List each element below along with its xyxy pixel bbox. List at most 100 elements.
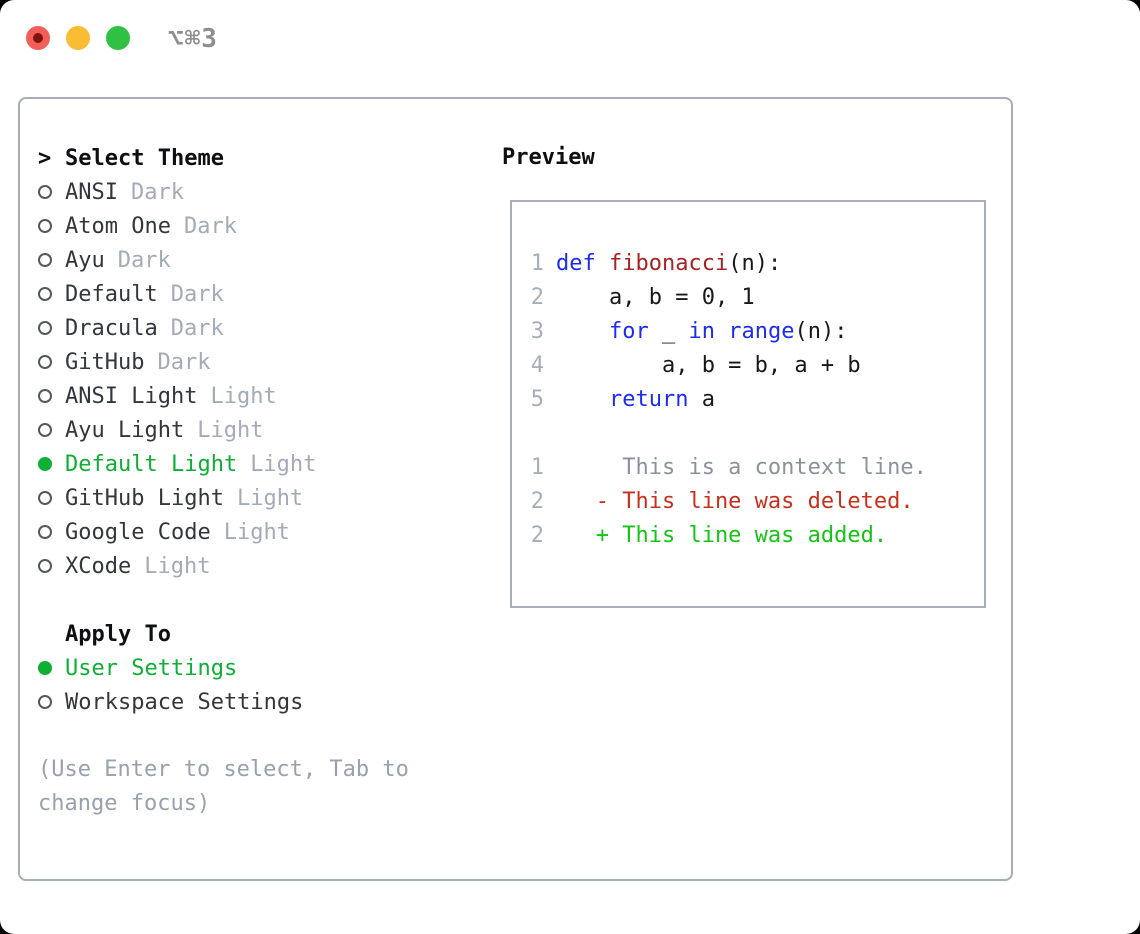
code-line: 2 a, b = 0, 1: [520, 280, 984, 314]
marker-cell: [38, 355, 65, 369]
code-segment: fibonacci: [608, 250, 729, 276]
minimize-button[interactable]: [66, 26, 90, 50]
close-button[interactable]: [26, 26, 50, 50]
marker-cell: [38, 559, 65, 573]
code-segment: a: [688, 386, 715, 412]
variant-tag: Light: [236, 485, 304, 511]
marker-cell: [38, 185, 65, 199]
code-segment: for: [608, 318, 649, 344]
radio-icon: [38, 525, 52, 539]
line-content: a, b = 0, 1: [556, 285, 755, 310]
code-segment: - This line was deleted.: [556, 488, 914, 514]
code-segment: return: [608, 386, 689, 412]
theme-name: ANSI Light: [65, 383, 198, 409]
line-number: 3: [530, 318, 544, 344]
line-content: def fibonacci(n):: [556, 251, 781, 276]
marker-cell: [38, 491, 65, 505]
radio-selected-icon: [38, 661, 52, 675]
code-line: 1 This is a context line.: [520, 450, 984, 484]
code-segment: This is a context line.: [556, 454, 927, 480]
theme-name: Default: [65, 281, 158, 307]
radio-icon: [38, 423, 52, 437]
variant-tag: Light: [250, 451, 317, 477]
theme-name: Default Light: [65, 451, 238, 477]
caret-icon: >: [38, 145, 52, 171]
hint-text: (Use Enter to select, Tab to change focu…: [38, 757, 409, 816]
variant-tag: Light: [144, 553, 211, 579]
theme-option[interactable]: GitHub Light Light: [38, 481, 482, 515]
marker-cell: [38, 253, 65, 267]
marker-cell: [38, 695, 65, 709]
variant-tag: Light: [210, 383, 277, 409]
apply-target-name: Workspace Settings: [65, 689, 304, 715]
marker-cell: [38, 525, 65, 539]
marker-cell: [38, 321, 65, 335]
line-content: a, b = b, a + b: [556, 353, 861, 378]
line-content: - This line was deleted.: [556, 489, 914, 514]
line-number: 2: [530, 522, 544, 548]
code-line: 2 + This line was added.: [520, 518, 984, 552]
zoom-button[interactable]: [106, 26, 130, 50]
marker-cell: [38, 287, 65, 301]
radio-icon: [38, 389, 52, 403]
theme-option[interactable]: XCode Light: [38, 549, 482, 583]
variant-tag: Dark: [170, 281, 224, 307]
spacer: [38, 583, 482, 617]
line-content: for _ in range(n):: [556, 319, 847, 344]
apply-to-header: Apply To: [38, 617, 482, 651]
theme-option[interactable]: Default Dark: [38, 277, 482, 311]
marker-cell: [38, 457, 65, 471]
marker-cell: [38, 423, 65, 437]
code-segment: a, b = b, a + b: [556, 352, 861, 378]
code-segment: (n):: [794, 318, 848, 344]
code-line: 1 def fibonacci(n):: [520, 246, 984, 280]
radio-icon: [38, 559, 52, 573]
line-number: 1: [530, 250, 544, 276]
theme-option[interactable]: ANSI Light Light: [38, 379, 482, 413]
variant-tag: Light: [197, 417, 264, 443]
theme-option[interactable]: Default Light Light: [38, 447, 482, 481]
code-segment: a, b = 0, 1: [556, 284, 755, 310]
theme-name: GitHub Light: [65, 485, 224, 511]
line-number: 2: [530, 284, 544, 310]
code-segment: def: [556, 250, 609, 276]
line-number: 4: [530, 352, 544, 378]
line-number: 5: [530, 386, 544, 412]
radio-icon: [38, 185, 52, 199]
theme-name: ANSI: [65, 179, 118, 205]
radio-icon: [38, 695, 52, 709]
code-segment: [556, 319, 609, 344]
code-segment: _: [648, 318, 689, 344]
apply-target-option[interactable]: Workspace Settings: [38, 685, 482, 719]
variant-tag: Dark: [183, 213, 237, 239]
code-segment: range: [728, 318, 795, 344]
code-line: [520, 416, 984, 450]
line-content: return a: [556, 387, 715, 412]
apply-target-option[interactable]: User Settings: [38, 651, 482, 685]
radio-selected-icon: [38, 457, 52, 471]
apply-to-label: Apply To: [65, 621, 171, 647]
variant-tag: Dark: [170, 315, 224, 341]
radio-icon: [38, 321, 52, 335]
marker-cell: [38, 389, 65, 403]
apply-target-name: User Settings: [65, 655, 238, 681]
select-theme-label: Select Theme: [65, 145, 224, 171]
code-line: 5 return a: [520, 382, 984, 416]
theme-name: XCode: [65, 553, 132, 579]
code-line: 4 a, b = b, a + b: [520, 348, 984, 382]
radio-icon: [38, 253, 52, 267]
radio-icon: [38, 491, 52, 505]
line-content: + This line was added.: [556, 523, 887, 548]
